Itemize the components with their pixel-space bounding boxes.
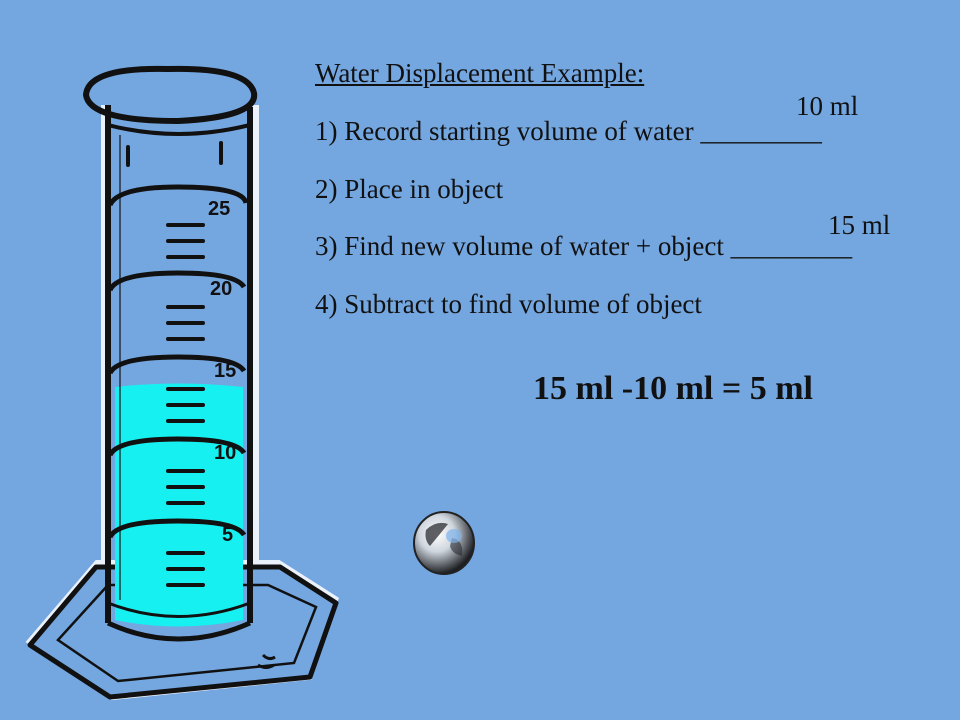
graduated-cylinder-illustration: 25 20 15 10 5 — [25, 65, 339, 701]
step-1: 1) Record starting volume of water _____… — [315, 116, 822, 146]
cylinder-rim — [82, 65, 258, 125]
scale-label-15: 15 — [214, 360, 236, 382]
volume-equation: 15 ml -10 ml = 5 ml — [533, 370, 814, 407]
slide-title: Water Displacement Example: — [315, 58, 645, 88]
new-volume-answer: 15 ml — [828, 210, 891, 240]
scale-label-20: 20 — [210, 278, 232, 300]
scale-label-25: 25 — [208, 198, 230, 220]
scale-label-10: 10 — [214, 442, 236, 464]
step-4: 4) Subtract to find volume of object — [315, 289, 702, 319]
step-2: 2) Place in object — [315, 174, 504, 204]
scale-label-5: 5 — [222, 524, 233, 546]
starting-volume-answer: 10 ml — [796, 91, 859, 121]
step-3: 3) Find new volume of water + object ___… — [315, 231, 853, 261]
marble-object — [413, 511, 475, 575]
